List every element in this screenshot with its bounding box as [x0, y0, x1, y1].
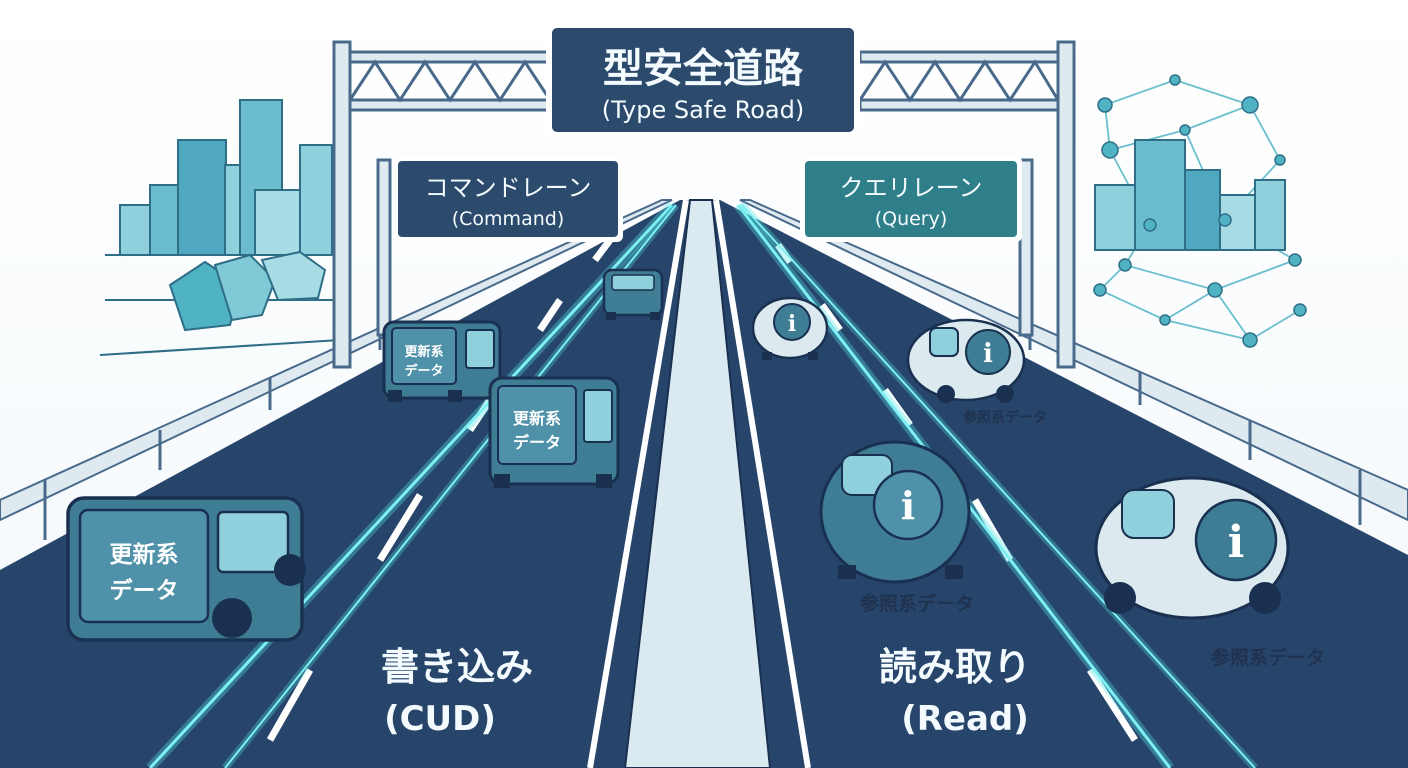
command-lane-sign: コマンドレーン (Command)	[393, 156, 623, 242]
gantry-frame	[332, 40, 1076, 369]
right-network-graph	[1093, 74, 1307, 348]
median-barrier	[623, 199, 772, 768]
query-lane-sign: クエリレーン (Query)	[800, 156, 1022, 242]
left-glow-channel	[146, 201, 680, 768]
main-sign-subtitle: (Type Safe Road)	[602, 96, 805, 124]
command-sign-subtitle: (Command)	[452, 208, 564, 230]
query-car-3-label: 参照系データ	[1211, 646, 1325, 669]
query-car-far-info-icon: i	[788, 311, 796, 337]
query-car-3-info-icon: i	[1228, 517, 1245, 568]
command-car-far	[602, 268, 664, 320]
command-sign-title: コマンドレーン	[425, 174, 592, 202]
command-car-2: 更新系 データ	[488, 376, 620, 488]
main-sign-title: 型安全道路	[603, 46, 804, 92]
query-car-2: i 参照系データ	[819, 440, 974, 615]
command-car-3-line1: 更新系	[110, 541, 179, 568]
median-edge-right	[713, 199, 811, 768]
read-lane-sublabel: (Read)	[901, 699, 1029, 739]
left-city-skyline	[99, 99, 341, 356]
query-car-3: i 参照系データ	[1094, 476, 1325, 669]
command-car-1-line2: データ	[404, 363, 443, 379]
lane-dashes-right	[775, 242, 1138, 742]
command-car-3-line2: データ	[110, 577, 179, 604]
write-lane-label: 書き込み	[381, 645, 533, 689]
command-car-1: 更新系 データ	[382, 320, 502, 402]
main-sign: 型安全道路 (Type Safe Road)	[546, 22, 860, 138]
query-sign-title: クエリレーン	[840, 174, 983, 202]
query-sign-subtitle: (Query)	[875, 208, 948, 230]
query-car-1-label: 参照系データ	[963, 409, 1047, 426]
geometric-rocks	[168, 250, 327, 332]
command-car-2-line1: 更新系	[513, 409, 561, 428]
query-car-1-info-icon: i	[983, 339, 993, 369]
query-car-2-info-icon: i	[901, 483, 915, 528]
write-lane-sublabel: (CUD)	[384, 699, 496, 739]
query-car-far: i	[751, 296, 829, 360]
command-car-1-line1: 更新系	[404, 344, 443, 360]
query-car-1: i 参照系データ	[906, 318, 1047, 426]
command-car-2-line2: データ	[513, 433, 561, 452]
gantry-truss	[348, 59, 1060, 103]
query-car-2-label: 参照系データ	[860, 592, 974, 615]
read-lane-label: 読み取り	[879, 645, 1031, 689]
median-edge-left	[587, 199, 689, 768]
command-car-3: 更新系 データ	[66, 496, 306, 642]
